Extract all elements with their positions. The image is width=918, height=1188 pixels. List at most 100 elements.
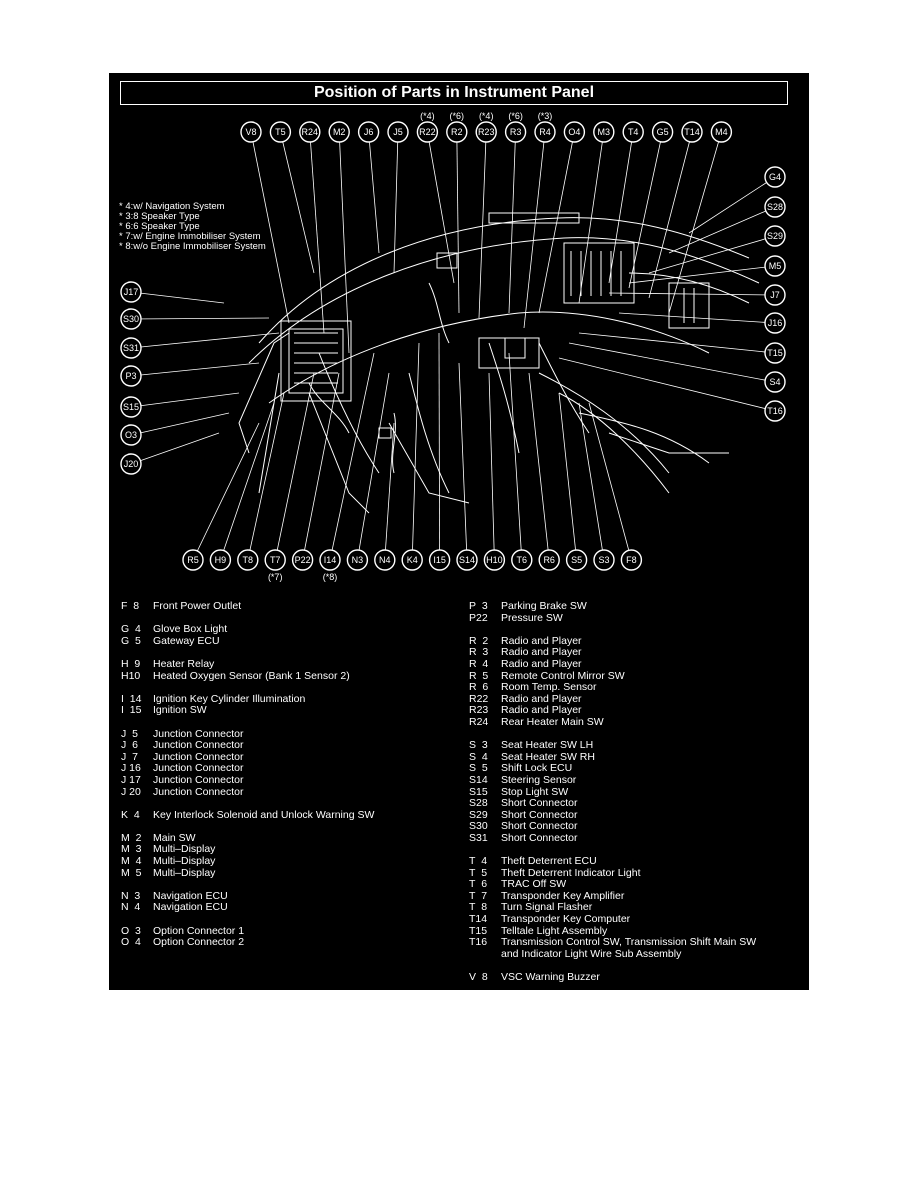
legend-code: K 4 — [121, 808, 140, 821]
legend-code: S30 — [469, 820, 488, 833]
callout-s14: S14 — [456, 549, 478, 571]
callout-r4: R4(*3) — [534, 111, 556, 143]
legend-row: J 20 Junction Connector — [121, 785, 374, 799]
leader-line — [578, 402, 605, 561]
callout-label: S28 — [767, 202, 783, 212]
callout-label: M4 — [715, 127, 728, 137]
leader-line — [568, 342, 776, 383]
callout-circle — [264, 549, 286, 571]
legend-description: Glove Box Light — [153, 623, 228, 636]
callout-circle — [299, 121, 321, 143]
callout-t15: T15 — [764, 342, 786, 364]
legend-description: Transmission Control SW, Transmission Sh… — [501, 936, 757, 949]
callout-circle — [504, 121, 527, 143]
callout-label: K4 — [407, 555, 418, 565]
legend-code: J 20 — [121, 785, 141, 798]
legend-description: VSC Warning Buzzer — [501, 971, 600, 983]
legend-description: Heated Oxygen Sensor (Bank 1 Sensor 2) — [153, 669, 350, 682]
legend-description: Rear Heater Main SW — [501, 715, 604, 728]
legend-description: Seat Heater SW RH — [501, 750, 595, 763]
callout-label: S29 — [767, 231, 783, 241]
legend-code: O 3 — [121, 924, 141, 937]
callout-circle — [120, 453, 142, 475]
callout-p22: P22 — [291, 549, 314, 571]
legend-description: Transponder Key Computer — [501, 913, 631, 926]
callout-circle — [240, 121, 262, 143]
callout-v8: V8 — [240, 121, 262, 143]
legend-description: Radio and Player — [501, 634, 582, 647]
callout-s29: S29 — [764, 225, 786, 247]
footnote: * 3:8 Speaker Type — [119, 211, 200, 222]
legend-code: S 3 — [469, 739, 488, 752]
leader-line — [338, 131, 350, 354]
callout-circle — [764, 342, 786, 364]
legend-code: R 5 — [469, 669, 489, 682]
legend-description: Room Temp. Sensor — [501, 681, 597, 694]
legend-description: Junction Connector — [153, 785, 244, 798]
legend-code: N 4 — [121, 901, 141, 914]
leader-line — [220, 402, 275, 561]
legend-description: Radio and Player — [501, 646, 582, 659]
callout-label: N4 — [379, 555, 391, 565]
callout-circle — [237, 549, 259, 571]
legend-code: T 6 — [469, 878, 488, 891]
callout-circle — [622, 121, 644, 143]
leader-line — [578, 332, 776, 354]
legend-code: H10 — [121, 669, 141, 682]
leader-line — [130, 432, 220, 465]
callout-circle — [534, 121, 556, 143]
legend-description: Theft Deterrent Indicator Light — [501, 866, 641, 879]
callout-label: S31 — [123, 343, 139, 353]
legend-code: S28 — [469, 797, 488, 810]
legend-code: R 4 — [469, 657, 489, 670]
callout-p3: P3 — [120, 365, 142, 387]
legend-code: M 2 — [121, 831, 142, 844]
callout-label: H10 — [486, 555, 503, 565]
callout-circle — [328, 121, 350, 143]
leader-line — [250, 131, 290, 324]
legend-code: I 14 — [121, 692, 142, 705]
legend-code: S 4 — [469, 750, 488, 763]
leader-line — [357, 372, 390, 561]
callout-j16: J16 — [764, 312, 786, 334]
callout-circle — [764, 225, 786, 247]
callout-r5: R5 — [182, 549, 204, 571]
legend-code: J 17 — [121, 773, 141, 786]
callout-circle — [764, 371, 786, 393]
legend-code: S29 — [469, 808, 488, 821]
legend-code: R 6 — [469, 681, 489, 694]
callout-label: N3 — [352, 555, 364, 565]
callout-circle — [475, 121, 497, 143]
callout-circle — [120, 424, 142, 446]
footnotes: * 4:w/ Navigation System* 3:8 Speaker Ty… — [119, 202, 266, 252]
callout-circle — [764, 400, 786, 422]
leader-line — [309, 131, 325, 334]
callout-circle — [120, 281, 142, 303]
leader-line — [130, 362, 260, 377]
leader-line — [393, 131, 399, 274]
callout-label: J20 — [124, 459, 139, 469]
legend-description-continued: and Indicator Light Wire Sub Assembly — [501, 947, 682, 960]
leader-line — [488, 372, 495, 561]
leader-line — [648, 235, 776, 274]
leader-line — [274, 372, 315, 561]
leader-line — [427, 131, 455, 284]
callout-r6: R6 — [538, 549, 560, 571]
legend-row: M 2 Main SW — [121, 831, 374, 845]
leader-line — [668, 131, 722, 314]
legend-description: Main SW — [153, 831, 196, 844]
legend-code: J 5 — [121, 727, 138, 740]
leader-line — [558, 357, 776, 412]
legend-code: M 3 — [121, 843, 142, 856]
callout-label: O4 — [568, 127, 580, 137]
leader-line — [558, 392, 577, 561]
callout-label: R4 — [539, 127, 551, 137]
callout-label: I14 — [324, 555, 337, 565]
